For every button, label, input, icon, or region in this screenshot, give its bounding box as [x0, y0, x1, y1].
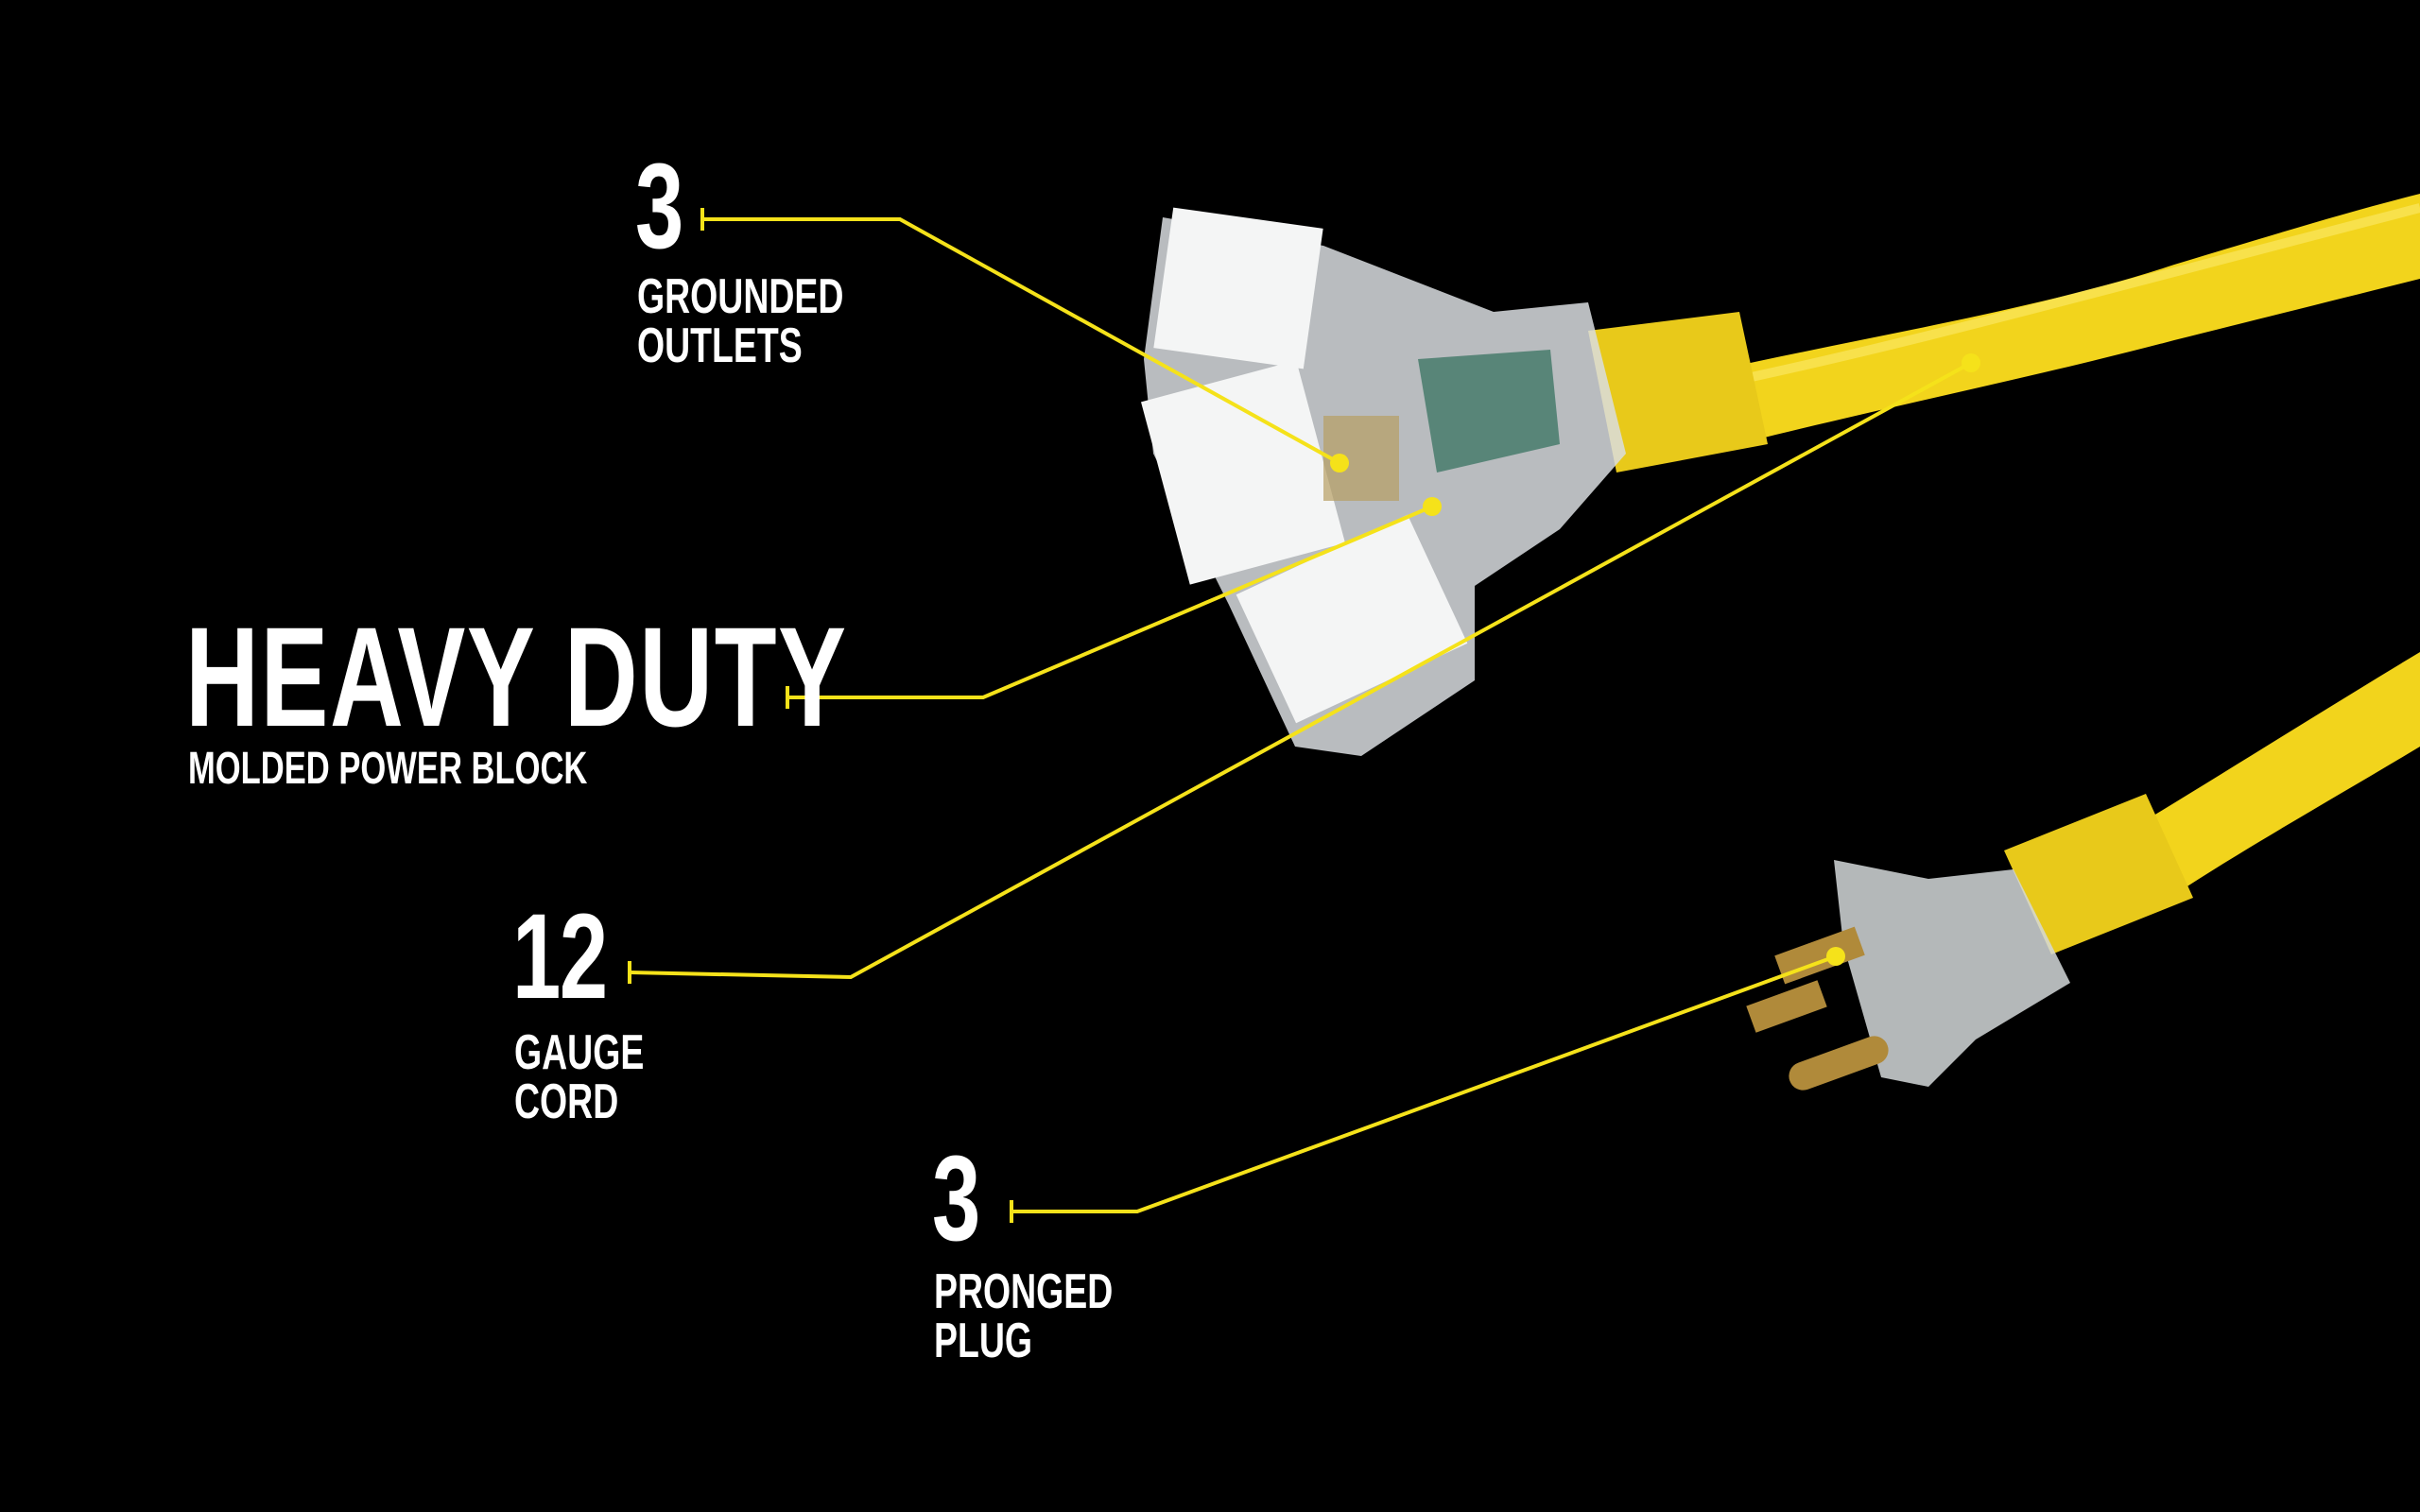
outlets-line2: OUTLETS	[637, 318, 803, 373]
prongs-line2: PLUG	[934, 1314, 1033, 1368]
lower-cord	[2127, 652, 2420, 907]
lower-strain-relief	[2004, 794, 2193, 954]
heavy-duty-subtitle: MOLDED POWER BLOCK	[188, 744, 588, 794]
gauge-label: GAUGE CORD	[514, 1028, 644, 1126]
outlets-line1: GROUNDED	[637, 269, 844, 324]
leader-line-gauge	[629, 361, 1972, 980]
prongs-line1: PRONGED	[934, 1264, 1114, 1319]
dot-power-block	[1423, 497, 1442, 516]
upper-strain-relief	[1588, 312, 1768, 472]
outlets-count: 3	[635, 139, 683, 274]
gauge-line2: CORD	[514, 1074, 619, 1129]
prongs-label: PRONGED PLUG	[934, 1267, 1113, 1366]
leader-line-power-block	[787, 505, 1433, 699]
outlets-label: GROUNDED OUTLETS	[637, 272, 843, 370]
leader-line-outlets	[702, 217, 1340, 465]
leader-line-plug	[1011, 954, 1837, 1213]
dot-plug	[1826, 947, 1845, 966]
gauge-number: 12	[512, 889, 608, 1024]
dot-gauge	[1962, 353, 1980, 372]
prongs-count: 3	[932, 1131, 980, 1266]
dot-outlets	[1330, 454, 1349, 472]
gauge-line1: GAUGE	[514, 1025, 645, 1080]
heavy-duty-headline: HEAVY DUTY	[185, 597, 848, 756]
upper-cord-highlight	[1701, 203, 2420, 392]
power-block	[1141, 207, 1626, 756]
plug	[1746, 860, 2070, 1091]
